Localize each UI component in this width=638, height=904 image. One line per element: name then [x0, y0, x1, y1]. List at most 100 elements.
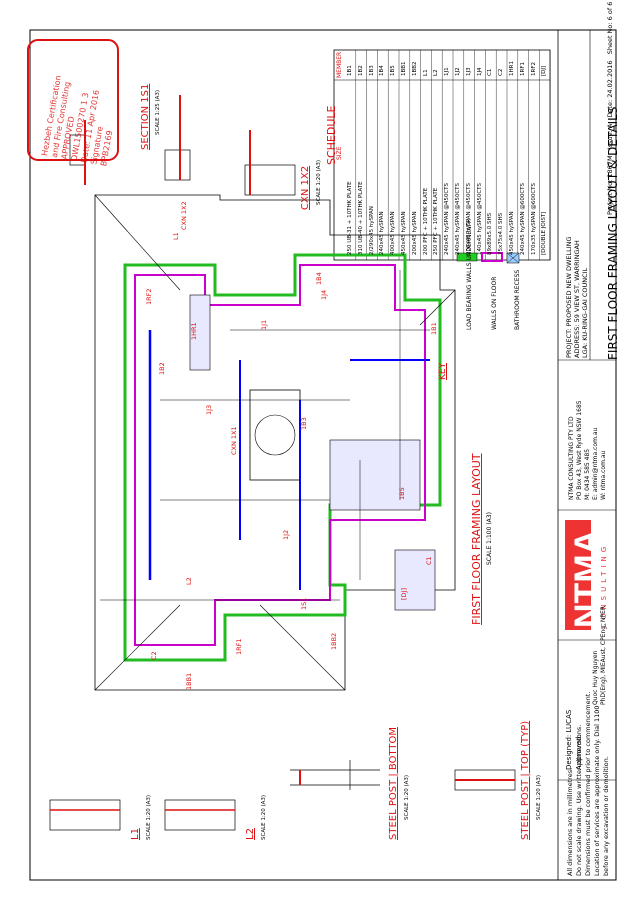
schedule-size: 240x45 hySPAN @450CTS	[444, 182, 451, 255]
schedule-size: 75x75x4.0 SHS	[498, 212, 505, 255]
schedule-size: 89x89x5.0 SHS	[487, 212, 494, 255]
company-phone: M: 0434 585 485	[584, 448, 591, 500]
schedule-size: [DOUBLE JOIST]	[541, 211, 548, 255]
schedule-member: 1B1	[347, 65, 353, 76]
plan-member-label: 1B3	[300, 417, 308, 430]
detail-drawings	[49, 95, 516, 831]
schedule-header-size: SIZE	[336, 146, 343, 160]
detail-title: CXN 1X2	[300, 165, 311, 210]
plan-member-label: CXN 1X2	[180, 201, 188, 230]
lga-line: LGA: KU-RING-GAI COUNCIL	[581, 267, 589, 358]
general-notes: All dimensions are in millimetres. Do no…	[566, 692, 611, 876]
key-item: LOAD BEARING WALLS UNDERNEATH	[466, 218, 473, 330]
schedule-size: 310 UB-40 + 10THK PLATE	[357, 181, 364, 255]
plan-member-label: CXN 1X1	[230, 426, 238, 455]
engineer-name: Quoc Huy Nguyen	[592, 650, 599, 705]
note-line: All dimensions are in millimetres.	[566, 767, 574, 876]
project-meta: Project No: 1867M Issue: A Date: 24.02.2…	[606, 2, 614, 215]
company-email: E: admin@ntma.com.au	[592, 427, 599, 500]
project-no: Project No: 1867M	[606, 155, 614, 215]
plan-member-label: L2	[185, 577, 193, 585]
company-web: W: ntma.com.au	[600, 450, 607, 500]
schedule-member: L1	[422, 69, 429, 76]
engineer-block: Quoc Huy Nguyen PhD(Eng), MIEAust, CPEng…	[592, 606, 608, 705]
detail-scale: SCALE 1:20 (A3)	[316, 159, 322, 205]
note-line: Do not scale drawing. Use written dimens…	[575, 724, 583, 876]
detail-scale: SCALE 1:20 (A3)	[146, 794, 152, 840]
key-item: WALLS ON FLOOR	[491, 276, 498, 330]
schedule-size: 200 PFC + 10THK PLATE	[422, 187, 429, 255]
sheet-no: Sheet No: 6 of 6	[606, 1, 614, 55]
schedule-member: 1J3	[465, 67, 472, 76]
schedule-member: 1B4	[379, 65, 386, 76]
schedule-member: L2	[433, 69, 440, 76]
schedule-member: [DJ]	[541, 65, 548, 76]
plan-member-label: 1RF1	[235, 638, 243, 655]
detail-scale: SCALE 1:20 (A3)	[404, 774, 410, 820]
approval-stamp	[27, 39, 119, 161]
schedule-member: 1J4	[476, 67, 483, 76]
detail-scale: SCALE 1:20 (A3)	[261, 794, 267, 840]
detail-scale: SCALE 1:25 (A3)	[155, 89, 161, 135]
schedule-size: 2/290x45 hySPAN	[368, 206, 375, 255]
plan-scale: SCALE 1:100 (A3)	[486, 512, 493, 565]
plan-member-label: 1S1	[300, 597, 308, 610]
schedule-member: 1J2	[455, 67, 461, 76]
plan-member-label: 1RF2	[145, 288, 153, 305]
schedule-member: 1BB1	[401, 61, 407, 76]
schedule-member: 1BB2	[411, 61, 418, 76]
stamp-text: Hezbeh Certification and Fire Consulting…	[40, 75, 123, 167]
date: Date: 24.02.2016	[606, 60, 614, 118]
schedule-size: 250 PFC + 10THK PLATE	[433, 187, 440, 255]
engineer-quals: PhD(Eng), MIEAust, CPEng, NPER	[600, 606, 607, 705]
note-line: Location of services are approximate onl…	[593, 705, 601, 877]
schedule-size: 240x45 hySPAN @450CTS	[455, 182, 461, 255]
plan-member-label: 1B5	[398, 487, 406, 500]
company-logo-mark	[565, 520, 591, 630]
detail-title: STEEL POST | BOTTOM	[388, 726, 399, 840]
plan-member-label: C1	[425, 556, 433, 565]
plan-member-label: 1B4	[315, 272, 323, 285]
project-info: PROJECT: PROPOSED NEW DWELLING ADDRESS: …	[565, 236, 589, 358]
schedule-size: 170x35 hySPAN @600CTS	[530, 182, 537, 255]
detail-scale: SCALE 1:20 (A3)	[536, 774, 542, 820]
plan-member-label: 1B2	[158, 362, 166, 375]
plan-member-label: 1J3	[205, 404, 213, 415]
company-name: NTMA CONSULTING PTY LTD	[568, 416, 575, 500]
issue: Issue: A	[606, 123, 614, 150]
schedule-member: 1HR1	[509, 61, 515, 76]
detail-title: L2	[245, 828, 256, 840]
company-address: PO Box 43, West Ryde NSW 1685	[576, 400, 583, 500]
detail-title: STEEL POST | TOP (TYP)	[520, 720, 531, 840]
plan-member-label: L1	[172, 232, 180, 240]
plan-member-label: 1J1	[260, 319, 268, 330]
note-line: before any excavation or demolition.	[602, 756, 610, 876]
plan-member-label: C2	[150, 651, 158, 660]
schedule-size: 450x45 hySPAN	[509, 211, 515, 255]
schedule-size: 200x45 hySPAN	[411, 211, 418, 255]
schedule-member: 1B2	[357, 65, 364, 76]
detail-title: L1	[130, 828, 141, 840]
key-title: KEY	[438, 362, 448, 380]
note-line: Dimensions must be confirmed prior to co…	[584, 691, 592, 876]
schedule-header-member: MEMBER	[336, 51, 343, 78]
schedule-size: 450x45 hySPAN	[401, 211, 407, 255]
schedule-member: 1B5	[390, 65, 397, 76]
plan-member-label: 1B1	[430, 322, 438, 335]
floor-plan	[94, 194, 456, 691]
plan-member-label: [DJ]	[400, 588, 408, 600]
plan-member-label: 1J2	[282, 529, 290, 540]
key-item: BATHROOM RECESS	[514, 269, 521, 330]
schedule-member: 1RF2	[530, 62, 537, 76]
address-line: ADDRESS: 59 VIEW ST, WARRINGAH	[573, 240, 581, 358]
schedule-size: 240x45 hySPAN	[379, 211, 386, 255]
schedule-member: 1J1	[444, 67, 451, 76]
schedule-size: 250 UB-31 + 10THK PLATE	[347, 181, 353, 255]
schedule-table	[333, 49, 551, 261]
sheet-border	[29, 29, 617, 881]
detail-title: SECTION 1S1	[140, 83, 151, 150]
schedule-size: 240x45 hySPAN @600CTS	[519, 182, 526, 255]
schedule-member: C1	[487, 68, 494, 76]
project-line: PROJECT: PROPOSED NEW DWELLING	[565, 236, 573, 358]
